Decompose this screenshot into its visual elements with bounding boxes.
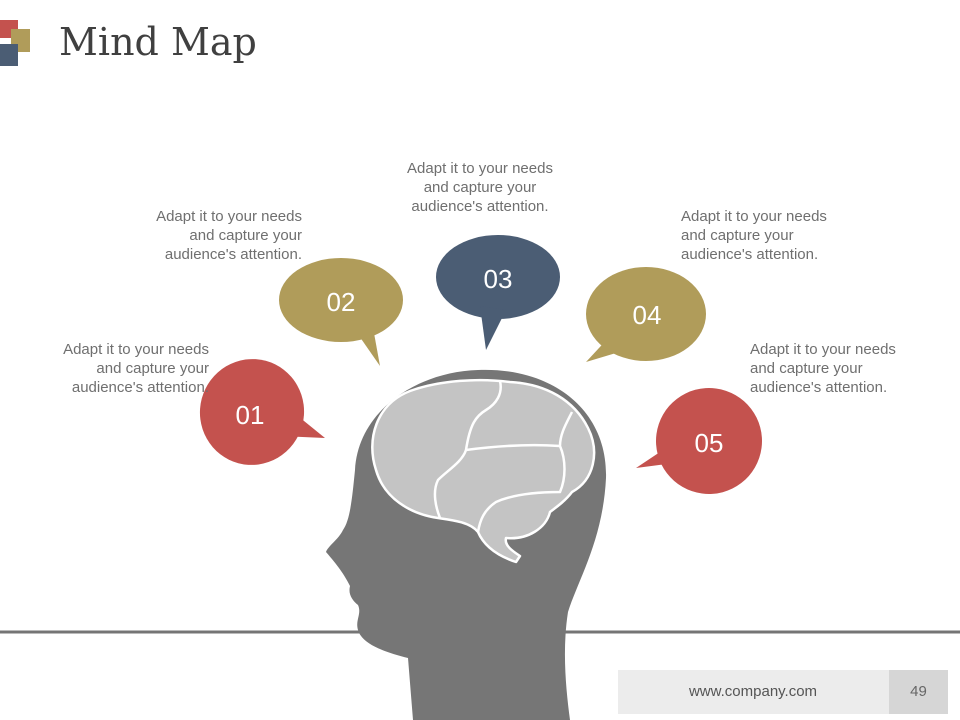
callout-text-03: Adapt it to your needs and capture your … (385, 159, 575, 216)
bubble-02 (279, 258, 403, 366)
callout-line: Adapt it to your needs (407, 160, 553, 177)
callout-line: and capture your (96, 360, 209, 377)
bubble-04 (586, 267, 706, 362)
callout-text-02: Adapt it to your needs and capture your … (130, 207, 302, 264)
bubble-05 (636, 388, 762, 494)
bubble-01-number: 01 (236, 400, 265, 430)
footer-url: www.company.com (688, 683, 818, 700)
callout-line: and capture your (750, 360, 863, 377)
callout-line: audience's attention. (71, 379, 209, 396)
callout-line: Adapt it to your needs (750, 341, 896, 358)
logo-squares-icon (0, 20, 30, 66)
callout-line: audience's attention. (164, 246, 302, 263)
callout-line: and capture your (423, 179, 537, 196)
page-number: 49 (889, 670, 948, 714)
callout-line: Adapt it to your needs (63, 341, 209, 358)
callout-line: Adapt it to your needs (156, 208, 302, 225)
callout-line: audience's attention. (681, 246, 819, 263)
bubble-01 (199, 359, 325, 465)
page-title: Mind Map (59, 20, 257, 64)
callout-line: Adapt it to your needs (681, 208, 827, 225)
bubble-02-number: 02 (327, 287, 356, 317)
callout-line: audience's attention. (411, 198, 549, 215)
callout-line: and capture your (681, 227, 794, 244)
bubble-03-number: 03 (484, 264, 513, 294)
callout-line: and capture your (189, 227, 302, 244)
brain-icon (371, 378, 596, 564)
callout-text-01: Adapt it to your needs and capture your … (40, 340, 209, 397)
bubble-03 (436, 235, 560, 350)
bubble-05-number: 05 (695, 428, 724, 458)
callout-text-04: Adapt it to your needs and capture your … (681, 207, 861, 264)
callout-text-05: Adapt it to your needs and capture your … (750, 340, 930, 397)
callout-line: audience's attention. (750, 379, 888, 396)
bubble-04-number: 04 (633, 300, 662, 330)
